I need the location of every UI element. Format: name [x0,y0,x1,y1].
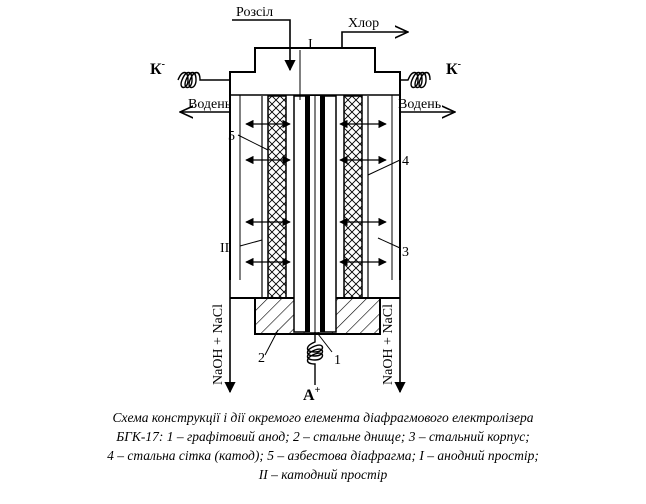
graphite-anode [293,95,337,333]
coil-icon [177,71,230,89]
label-roman-1: I [308,37,313,52]
label-roman-2: II [220,241,230,256]
brine-inlet [232,19,296,72]
chlorine-outlet [341,32,408,48]
hydrogen-label-right: Водень [398,97,441,112]
chlorine-label: Хлор [348,16,379,31]
label-4: 4 [402,154,409,169]
hydrogen-label-left: Водень [188,97,231,112]
caption-line-3: 4 – стальна сітка (катод); 5 – азбестова… [107,448,539,463]
label-5: 5 [228,129,235,144]
leader-lines [237,50,401,356]
anode-terminal: А+ [303,385,321,400]
alkali-label-left: NaOH + NaCl [211,304,226,385]
label-3: 3 [402,245,409,260]
diaphragm-right [343,95,363,299]
brine-label: Розсіл [236,5,273,20]
figure-caption: Схема конструкції і дії окремого елемент… [0,408,646,484]
caption-line-2: БГК-17: 1 – графітовий анод; 2 – стальне… [116,429,530,444]
label-2: 2 [258,351,265,366]
cathode-terminal-right: К- [446,59,461,78]
caption-line-1: Схема конструкції і дії окремого елемент… [112,410,534,425]
coil-icon [400,71,431,89]
cathode-terminal-left: К- [150,59,165,78]
alkali-label-right: NaOH + NaCl [381,304,396,385]
flow-arrows [245,119,387,267]
steel-body [229,47,401,280]
caption-line-4: II – катодний простір [258,467,388,482]
electrolyzer-diagram: Розсіл Хлор К- К- Водень Водень [150,5,461,400]
coil-icon [306,332,324,385]
diaphragm-left [267,95,287,299]
label-1: 1 [334,353,341,368]
